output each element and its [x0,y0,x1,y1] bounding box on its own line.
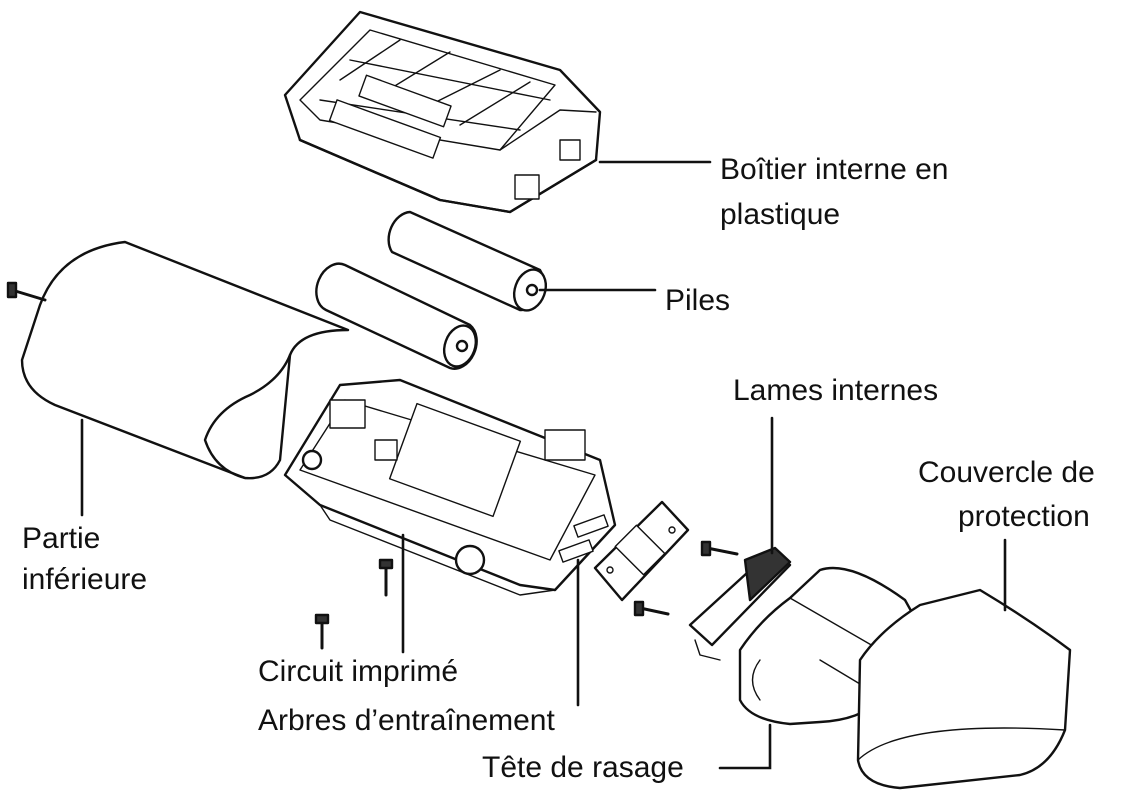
inner-blades [688,546,792,661]
screw-left [6,281,47,302]
label-partie-line2: inférieure [22,563,148,596]
label-circuit: Circuit imprimé [258,655,459,688]
plastic-inner-housing [283,10,602,214]
circuit-board-assembly [283,378,617,596]
screw-bottom-1 [378,558,394,597]
lower-shell [20,240,350,480]
mounting-plate [593,500,690,602]
screw-head-1 [700,540,739,557]
label-piles: Piles [665,284,731,317]
label-partie-line1: Partie [22,522,101,555]
screw-head-2 [633,600,670,617]
protective-cover [856,588,1072,790]
leader-lines [80,160,1007,770]
label-tete: Tête de rasage [482,751,684,784]
screw-bottom-2 [314,613,330,650]
battery-upper [387,210,548,312]
battery-lower [315,262,478,370]
label-arbres: Arbres d’entraînement [258,704,555,737]
label-couvercle-line2: protection [958,500,1090,533]
label-lames: Lames internes [733,374,939,407]
label-couvercle-line1: Couvercle de [918,456,1095,489]
label-boitier-line2: plastique [720,198,841,231]
label-boitier-line1: Boîtier interne en [720,153,949,186]
